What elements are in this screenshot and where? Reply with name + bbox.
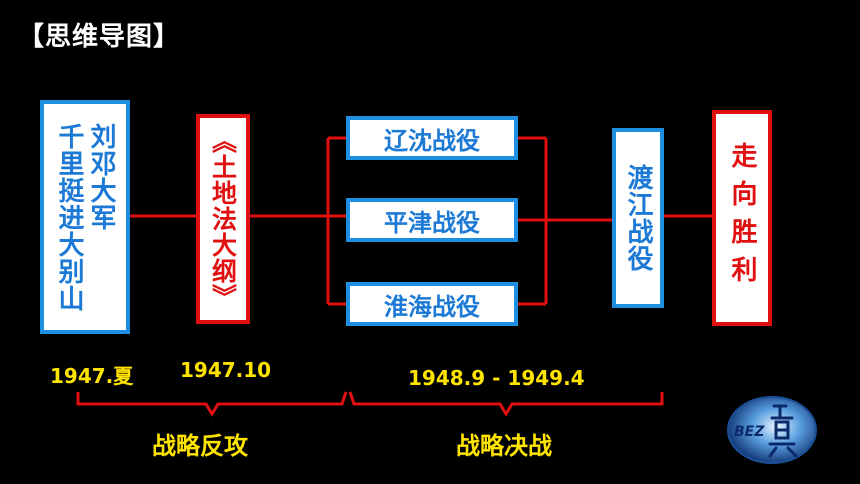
liudeng-line1: 刘邓大军 [86,122,116,231]
brace-decisive [348,391,664,417]
pingjin-label: 平津战役 [384,208,480,237]
victory-label: 走向胜利 [727,142,757,294]
dujiang-label: 渡江战役 [623,164,653,272]
victory-node: 走向胜利 [712,110,772,326]
huaihai-node: 淮海战役 [346,282,518,326]
date-1948-1949: 1948.9 - 1949.4 [408,366,585,390]
date-1947-summer: 1947.夏 [50,364,134,388]
liaoshen-label: 辽沈战役 [384,126,480,155]
page-title: 【思维导图】 [18,22,181,52]
phase-decisive-battle: 战略决战 [456,432,552,460]
brace-counter [76,391,348,417]
liaoshen-node: 辽沈战役 [346,116,518,160]
school-logo: BEZ [727,396,817,464]
tudifa-node: 《土地法大纲》 [196,114,250,324]
date-1947-10: 1947.10 [180,358,272,382]
huaihai-label: 淮海战役 [384,292,480,321]
phase-counter-offensive: 战略反攻 [152,432,248,460]
liudeng-line2: 千里挺进大别山 [54,122,84,312]
tudifa-label: 《土地法大纲》 [208,128,238,310]
logo-text: BEZ [734,424,765,440]
liudeng-node: 刘邓大军 千里挺进大别山 [40,100,130,334]
dujiang-node: 渡江战役 [612,128,664,308]
pingjin-node: 平津战役 [346,198,518,242]
